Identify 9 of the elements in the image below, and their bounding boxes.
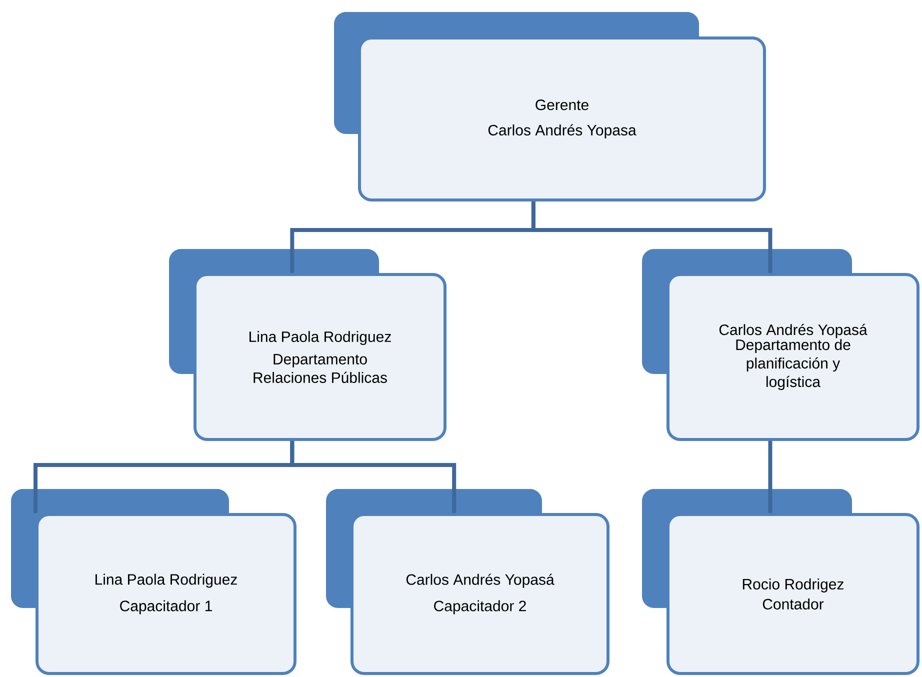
org-box: Lina Paola Rodriguez Capacitador 1 xyxy=(11,489,296,675)
org-box: Carlos Andrés Yopasá Departamento de planificación y logística xyxy=(642,249,920,441)
org-box: Carlos Andrés Yopasá Capacitador 2 xyxy=(326,489,610,675)
org-box: Rocio Rodrigez Contador xyxy=(642,489,920,675)
connector-line xyxy=(531,202,772,273)
connector-line xyxy=(290,441,456,513)
connector-line xyxy=(768,441,772,513)
org-box: Gerente Carlos Andrés Yopasa xyxy=(334,12,766,202)
org-box: Lina Paola Rodriguez Departamento Relaciones Públicas xyxy=(169,249,446,441)
